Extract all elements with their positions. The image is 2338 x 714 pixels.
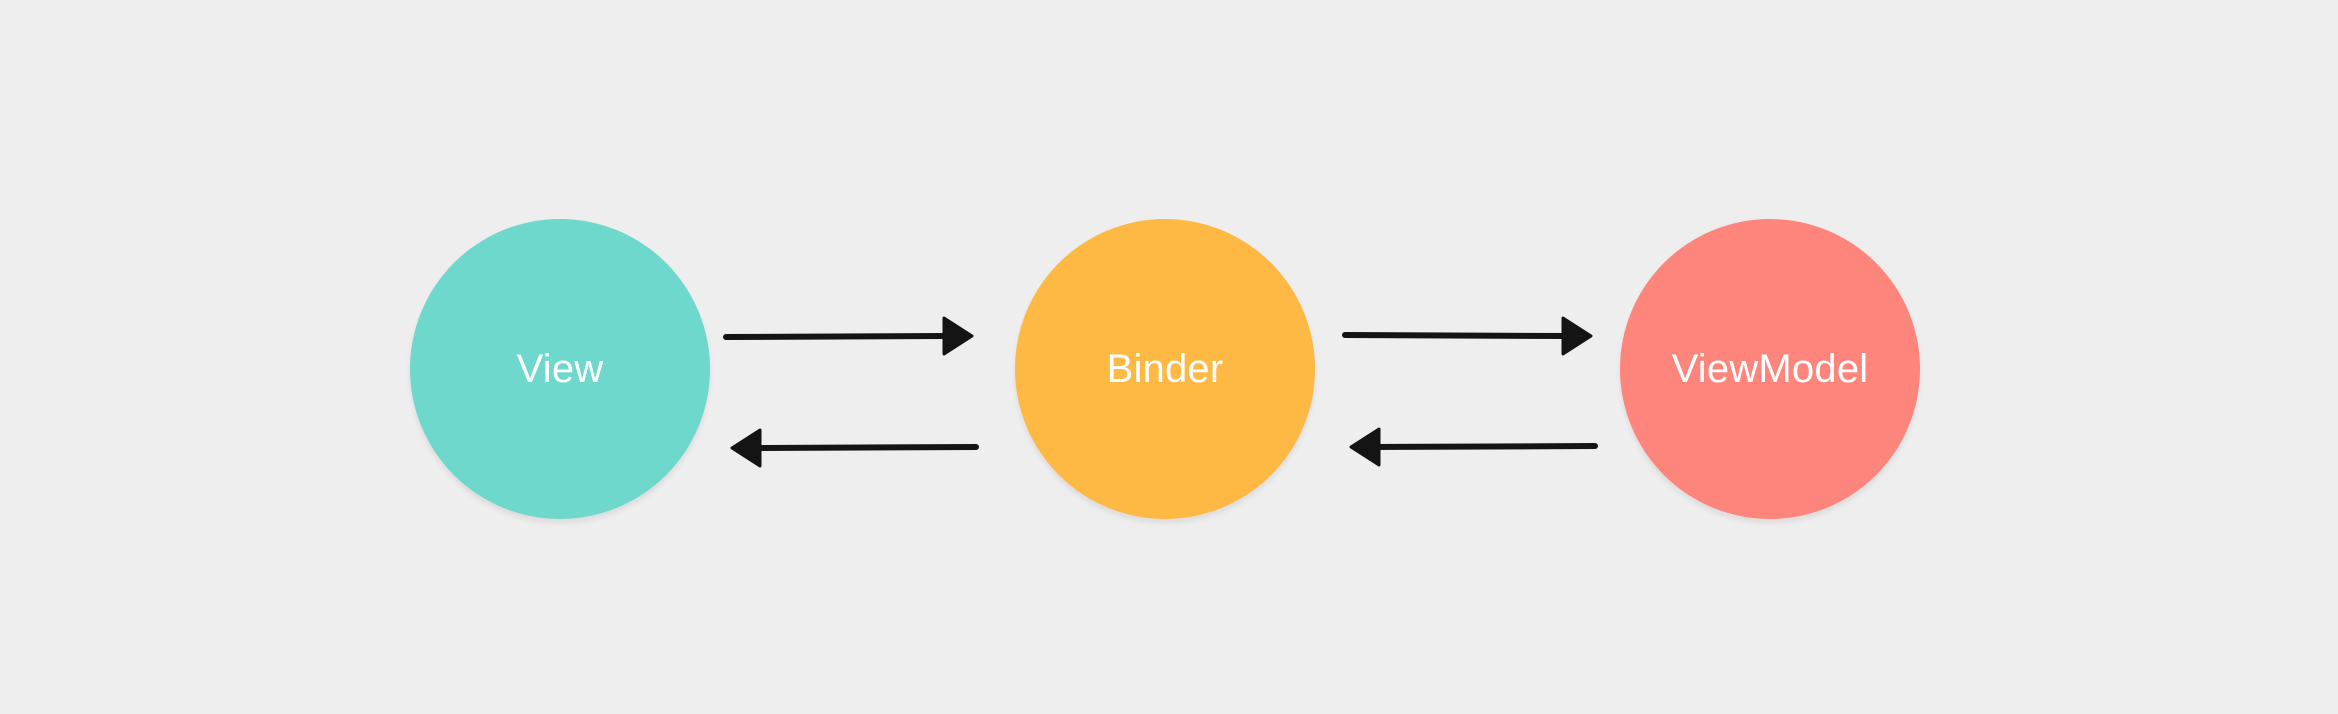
node-viewmodel: ViewModel — [1620, 219, 1920, 519]
arrow-binder-to-view — [730, 428, 979, 468]
node-binder-label: Binder — [1106, 346, 1224, 391]
node-binder: Binder — [1015, 219, 1315, 519]
arrow-viewmodel-to-binder — [1349, 427, 1598, 467]
node-viewmodel-label: ViewModel — [1671, 346, 1869, 391]
arrow-view-to-binder — [723, 316, 974, 356]
arrow-binder-to-viewmodel — [1342, 316, 1593, 356]
node-view-label: View — [516, 346, 604, 391]
node-view: View — [410, 219, 710, 519]
